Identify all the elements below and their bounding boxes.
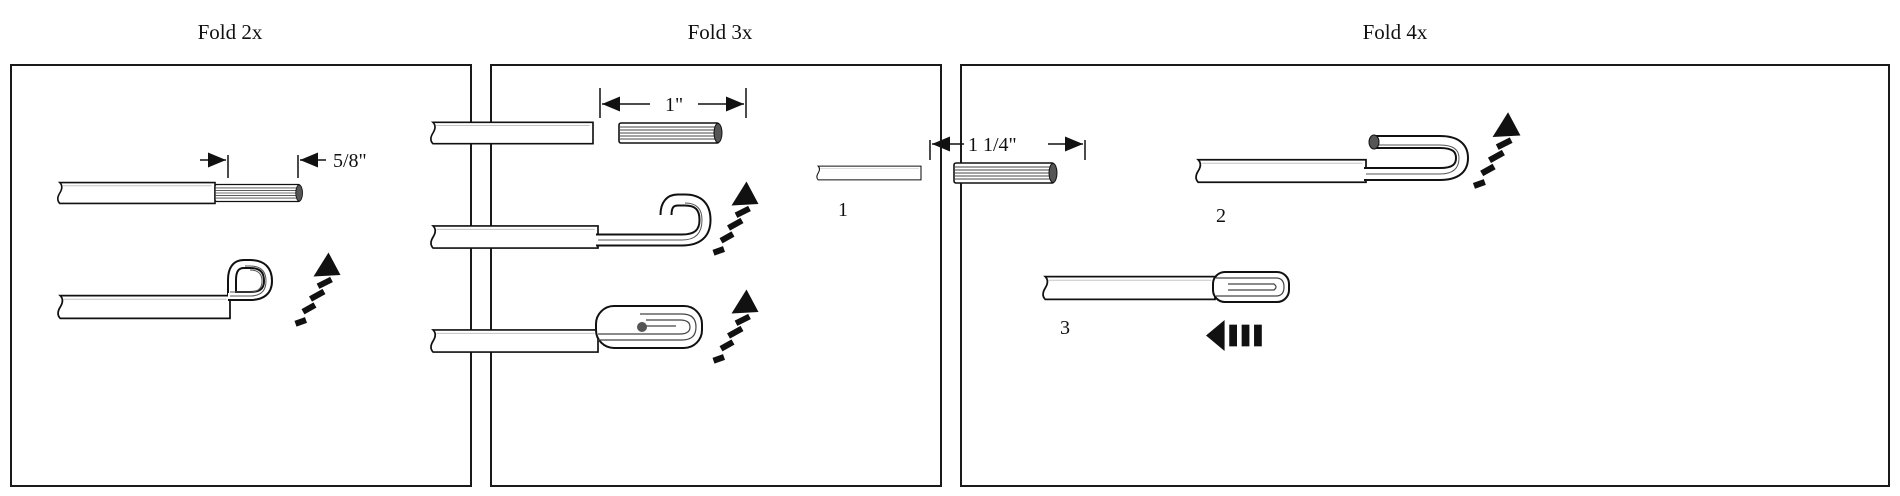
fold-3x-double-folded-wire <box>429 290 759 361</box>
fold-3x-title: Fold 3x <box>687 20 753 44</box>
fold-4x-measure: 1 1/4" <box>929 134 1086 160</box>
fold-4x-panel <box>960 64 1890 487</box>
fold-4x-step-2-wire: 2 <box>1195 112 1520 227</box>
fold-2x-stripped-wire <box>56 181 304 205</box>
fold-4x-step-1-wire: 1 <box>815 161 1059 221</box>
fold-4x-step-3-label: 3 <box>1060 317 1070 339</box>
fold-4x-length-label: 1 1/4" <box>968 134 1017 156</box>
fold-3x-panel <box>490 64 942 487</box>
fold-2x-length-label: 5/8" <box>333 150 367 172</box>
fold-2x-folded-wire <box>57 253 340 324</box>
fold-2x-title: Fold 2x <box>197 20 263 44</box>
fold-4x-step-2-label: 2 <box>1216 205 1226 227</box>
fold-2x-panel <box>10 64 472 487</box>
fold-3x-stripped-wire <box>429 121 724 145</box>
fold-3x-folded-wire <box>429 182 759 253</box>
fold-4x-step-3-wire: 3 <box>1042 271 1290 351</box>
fold-3x-length-label: 1" <box>665 94 683 116</box>
fold-4x-step-1-label: 1 <box>838 199 848 221</box>
fold-4x-title: Fold 4x <box>1362 20 1428 44</box>
fold-3x-measure: 1" <box>599 88 747 118</box>
fold-2x-measure: 5/8" <box>200 150 367 178</box>
